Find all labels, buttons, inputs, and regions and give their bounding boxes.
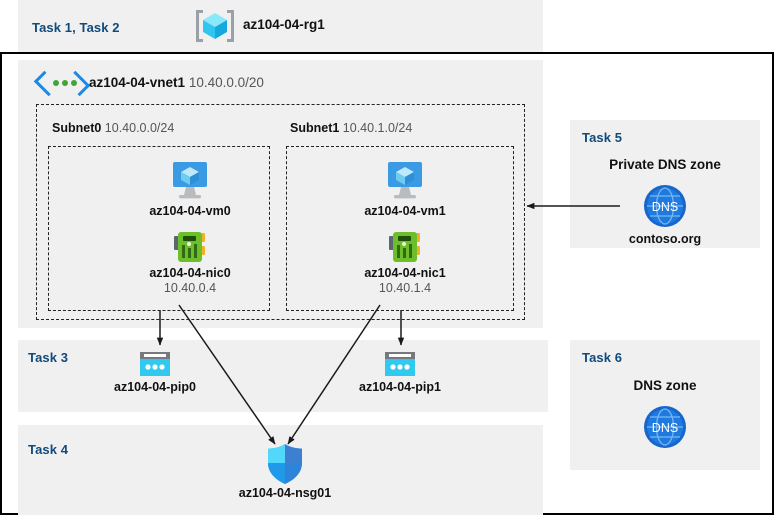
dns-zone-node[interactable]: DNS (595, 403, 735, 451)
dns-zone-band (570, 340, 760, 470)
task-label-resource-group: Task 1, Task 2 (32, 20, 120, 35)
dns-globe-icon: DNS (595, 182, 735, 230)
task-label-nsg: Task 4 (28, 442, 69, 457)
dns-zone-heading: DNS zone (633, 378, 697, 393)
nic0-ip: 10.40.0.4 (163, 281, 217, 295)
resource-group-cube-icon (196, 8, 234, 44)
pip1-node[interactable]: az104-04-pip1 (335, 350, 465, 395)
private-dns-zone-name: contoso.org (628, 232, 702, 246)
resource-group-name: az104-04-rg1 (243, 17, 325, 32)
subnet1-boundary (286, 146, 514, 311)
public-ip-address-icon (335, 350, 465, 380)
vm0-name: az104-04-vm0 (149, 204, 231, 218)
pip0-node[interactable]: az104-04-pip0 (90, 350, 220, 395)
public-ip-address-icon (90, 350, 220, 380)
nic1-name: az104-04-nic1 (364, 266, 446, 280)
nic1-node[interactable]: az104-04-nic1 10.40.1.4 (335, 230, 475, 296)
pip0-name: az104-04-pip0 (114, 380, 196, 394)
task-label-public-ip: Task 3 (28, 350, 69, 365)
pip1-name: az104-04-pip1 (359, 380, 441, 394)
virtual-machine-icon (120, 160, 260, 204)
task-label-private-dns-zone: Task 5 (582, 130, 623, 145)
vnet-boundary (36, 104, 525, 320)
virtual-network-icon (33, 70, 91, 97)
vm0-node[interactable]: az104-04-vm0 (120, 160, 260, 219)
vm1-node[interactable]: az104-04-vm1 (335, 160, 475, 219)
svg-text:DNS: DNS (652, 421, 678, 435)
private-dns-zone-heading: Private DNS zone (609, 157, 721, 172)
resource-group-band (18, 0, 543, 52)
svg-text:DNS: DNS (652, 200, 678, 214)
network-interface-icon (120, 230, 260, 266)
nsg-node[interactable]: az104-04-nsg01 (215, 442, 355, 501)
private-dns-zone-node[interactable]: DNS contoso.org (595, 182, 735, 247)
vnet-title: az104-04-vnet1 10.40.0.0/20 (89, 75, 264, 90)
subnet0-caption: Subnet0 10.40.0.0/24 (52, 121, 175, 135)
virtual-machine-icon (335, 160, 475, 204)
nic0-name: az104-04-nic0 (149, 266, 231, 280)
dns-globe-icon: DNS (595, 403, 735, 451)
nic0-node[interactable]: az104-04-nic0 10.40.0.4 (120, 230, 260, 296)
nic1-ip: 10.40.1.4 (378, 281, 432, 295)
nsg-name: az104-04-nsg01 (238, 486, 332, 500)
task-label-dns-zone: Task 6 (582, 350, 623, 365)
public-ip-band (18, 340, 548, 412)
subnet1-caption: Subnet1 10.40.1.0/24 (290, 121, 413, 135)
vm1-name: az104-04-vm1 (364, 204, 446, 218)
network-interface-icon (335, 230, 475, 266)
network-security-group-shield-icon (215, 442, 355, 486)
subnet0-boundary (48, 146, 270, 311)
